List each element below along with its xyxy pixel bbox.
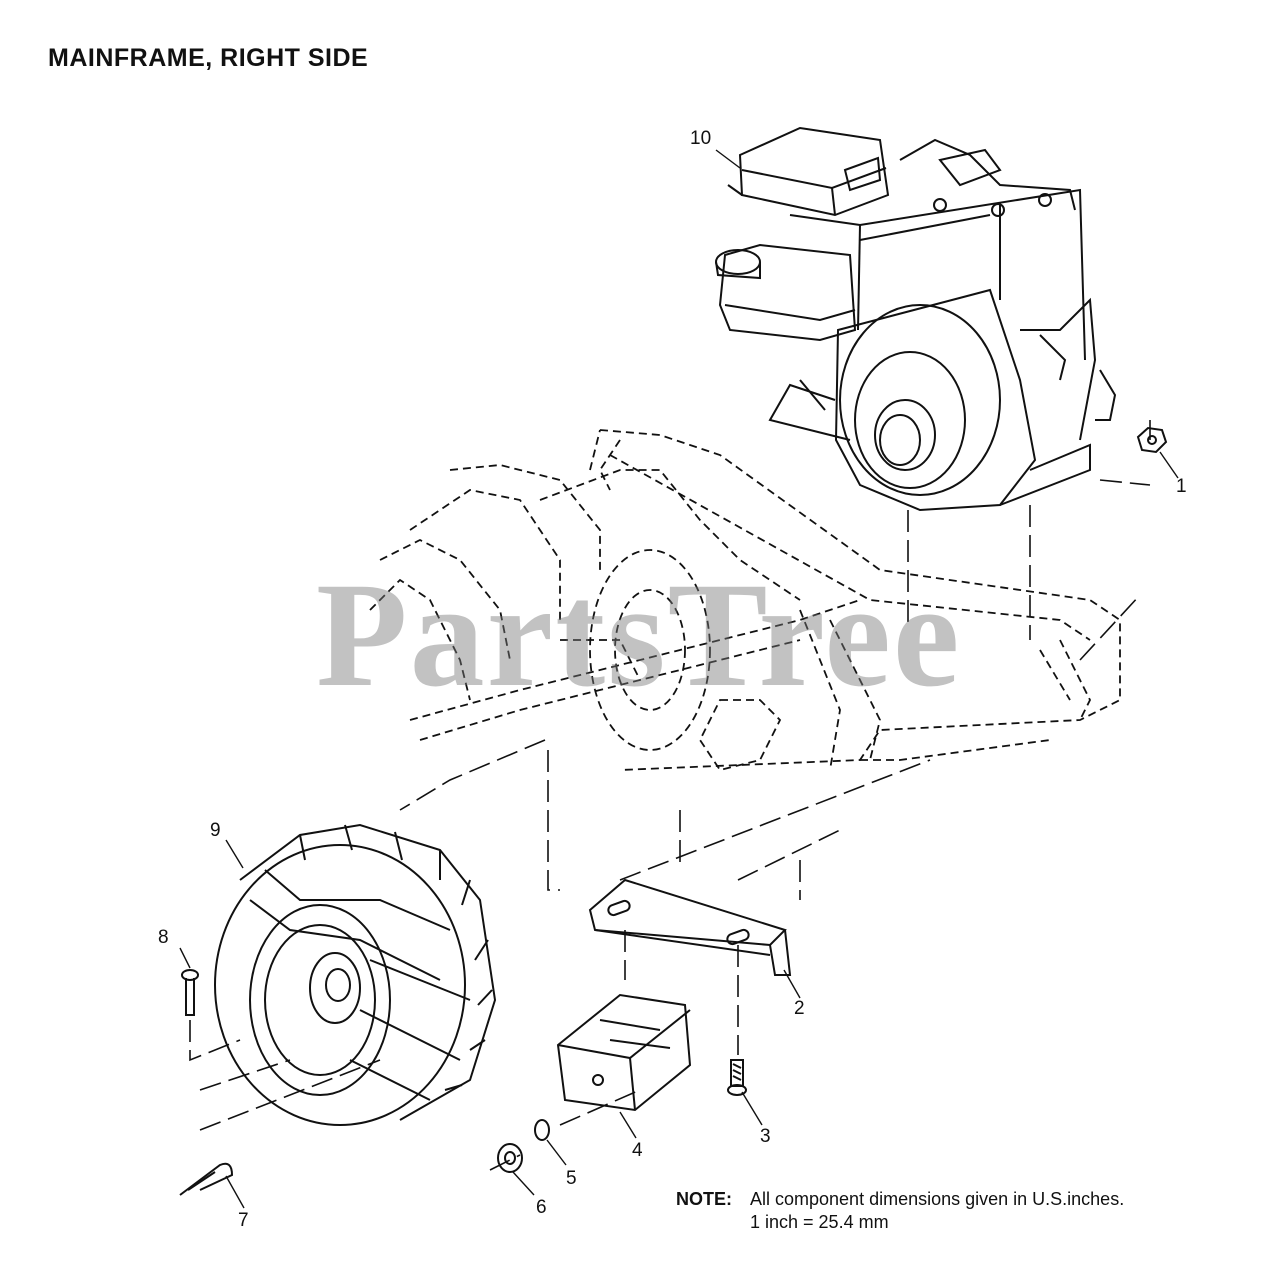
engine-part[interactable]	[715, 126, 1117, 512]
assembly-lines	[189, 420, 1151, 1171]
dimension-note: NOTE: All component dimensions given in U…	[676, 1188, 1124, 1234]
callout-3: 3	[760, 1126, 771, 1147]
bolt-part[interactable]	[727, 1059, 747, 1096]
weight-part[interactable]	[556, 993, 692, 1112]
callout-8: 8	[158, 927, 169, 948]
callout-leaders	[179, 149, 1179, 1209]
callout-10: 10	[690, 128, 712, 149]
mainframe-outline	[369, 429, 1121, 772]
callout-1: 1	[1176, 476, 1187, 497]
callout-4: 4	[632, 1140, 643, 1161]
page-title: MAINFRAME, RIGHT SIDE	[48, 44, 369, 72]
flange-nut-part[interactable]	[1136, 426, 1168, 454]
bracket-part[interactable]	[588, 878, 792, 976]
note-line-2: 1 inch = 25.4 mm	[750, 1212, 889, 1232]
callout-9: 9	[210, 820, 221, 841]
note-line-1: All component dimensions given in U.S.in…	[750, 1189, 1125, 1209]
note-label: NOTE:	[676, 1189, 732, 1209]
lock-washer-part[interactable]	[534, 1119, 550, 1141]
clevis-pin-part[interactable]	[181, 969, 199, 1016]
partstree-watermark: PartsTree	[316, 552, 962, 718]
nut-part[interactable]	[497, 1143, 523, 1173]
callout-6: 6	[536, 1197, 547, 1218]
wheel-part[interactable]	[214, 823, 497, 1126]
hair-pin-part[interactable]	[179, 1162, 234, 1196]
callout-5: 5	[566, 1168, 577, 1189]
callout-2: 2	[794, 998, 805, 1019]
callout-7: 7	[238, 1210, 249, 1231]
